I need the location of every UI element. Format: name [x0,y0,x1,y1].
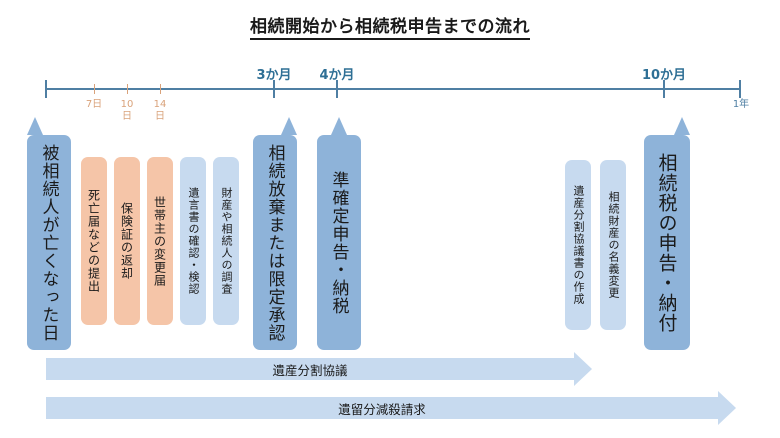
callout-renounce: 相続放棄または限定承認 [253,117,297,350]
label-14-days: 14日 [153,99,167,122]
tick-10-days [127,84,128,94]
tick-3-months [273,80,275,98]
bar-reserved-claim-label: 遺留分減殺請求 [338,401,426,417]
callout-division-agreement: 遺産分割協議書の作成 [565,160,591,330]
bar-reserved-claim: 遺留分減殺請求 [46,391,736,425]
tick-10-months [663,80,665,98]
callout-title-change: 相続財産の名義変更 [600,160,626,330]
tick-7-days [94,84,95,94]
tick-start [45,80,47,98]
callout-tax-return: 相続税の申告・納付 [644,117,690,350]
callout-householder-change: 世帯主の変更届 [147,157,173,325]
bar-division-talks: 遺産分割協議 [46,352,592,386]
label-1-year: 1年 [732,99,750,110]
callout-death: 被相続人が亡くなった日 [27,117,71,350]
callout-death-report: 死亡届などの提出 [81,157,107,325]
timeline-axis [46,88,741,90]
label-10-months: 10か月 [641,68,687,83]
callout-asset-survey: 財産や相続人の調査 [213,157,239,325]
label-4-months: 4か月 [319,68,355,83]
label-7-days: 7日 [85,99,103,110]
tick-14-days [160,84,161,94]
label-3-months: 3か月 [256,68,292,83]
callout-quasi-return: 準確定申告・納税 [317,117,361,350]
callout-will-check: 遺言書の確認・検認 [180,157,206,325]
callout-insurance-return: 保険証の返却 [114,157,140,325]
page-title-text: 相続開始から相続税申告までの流れ [250,17,530,40]
label-10-days: 10日 [120,99,134,122]
page-title: 相続開始から相続税申告までの流れ [0,12,780,40]
tick-4-months [336,80,338,98]
bar-division-talks-label: 遺産分割協議 [272,362,348,378]
tick-1-year [739,80,741,98]
